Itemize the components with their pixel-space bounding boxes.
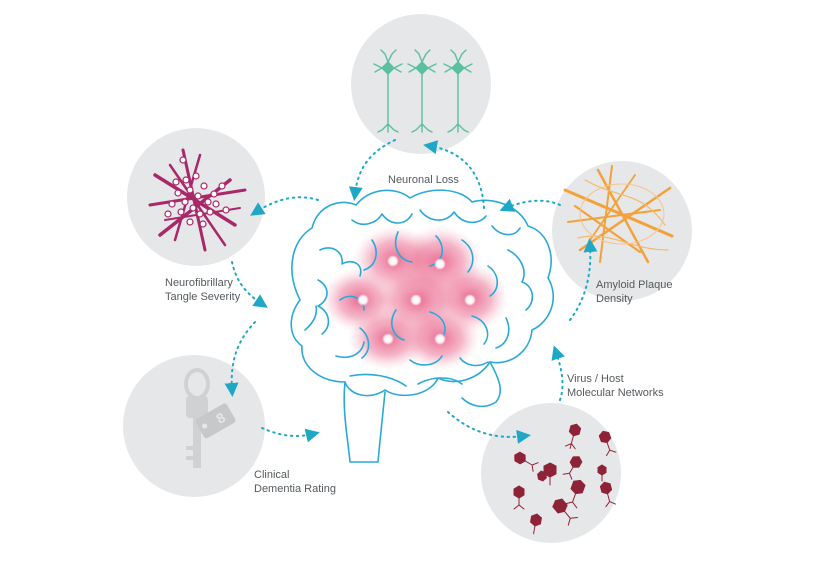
key-icon: 8 — [184, 368, 236, 468]
arrow-neuronal-to-brain — [348, 139, 396, 201]
arrow-dementia-to-brain — [261, 427, 320, 443]
tangle-label-line2: Tangle Severity — [165, 291, 241, 303]
tangle-icon — [148, 148, 247, 252]
arrow-brain-to-dementia — [224, 321, 256, 397]
virus-phage-icon — [513, 423, 617, 535]
tangle-label-line1: Neurofibrillary — [165, 277, 233, 289]
amyloid-label-line1: Amyloid Plaque — [596, 279, 672, 291]
dementia-label-line2: Dementia Rating — [254, 483, 336, 495]
neuron-icon — [373, 49, 473, 133]
activity-nodes — [357, 255, 476, 345]
amyloid-label-line2: Density — [596, 293, 633, 305]
brain-icon — [290, 189, 554, 463]
dementia-label-line1: Clinical — [254, 469, 289, 481]
amyloid-fibril-icon — [563, 165, 674, 264]
flow-arrows — [224, 139, 598, 444]
neuronal-loss-label: Neuronal Loss — [388, 174, 459, 186]
arrow-brain-to-tangle — [250, 196, 319, 216]
virus-label-line2: Molecular Networks — [567, 387, 664, 399]
arrow-amyloid-to-brain — [499, 198, 561, 212]
arrow-tangle-to-brain — [231, 261, 268, 308]
arrow-brain-to-amyloid — [569, 238, 598, 321]
arrow-brain-to-virus — [447, 411, 531, 444]
arrow-virus-to-brain — [551, 345, 565, 401]
neuronal-loss-circle — [351, 14, 491, 154]
virus-label-line1: Virus / Host — [567, 373, 624, 385]
arrow-brain-to-neuronal — [423, 140, 485, 209]
